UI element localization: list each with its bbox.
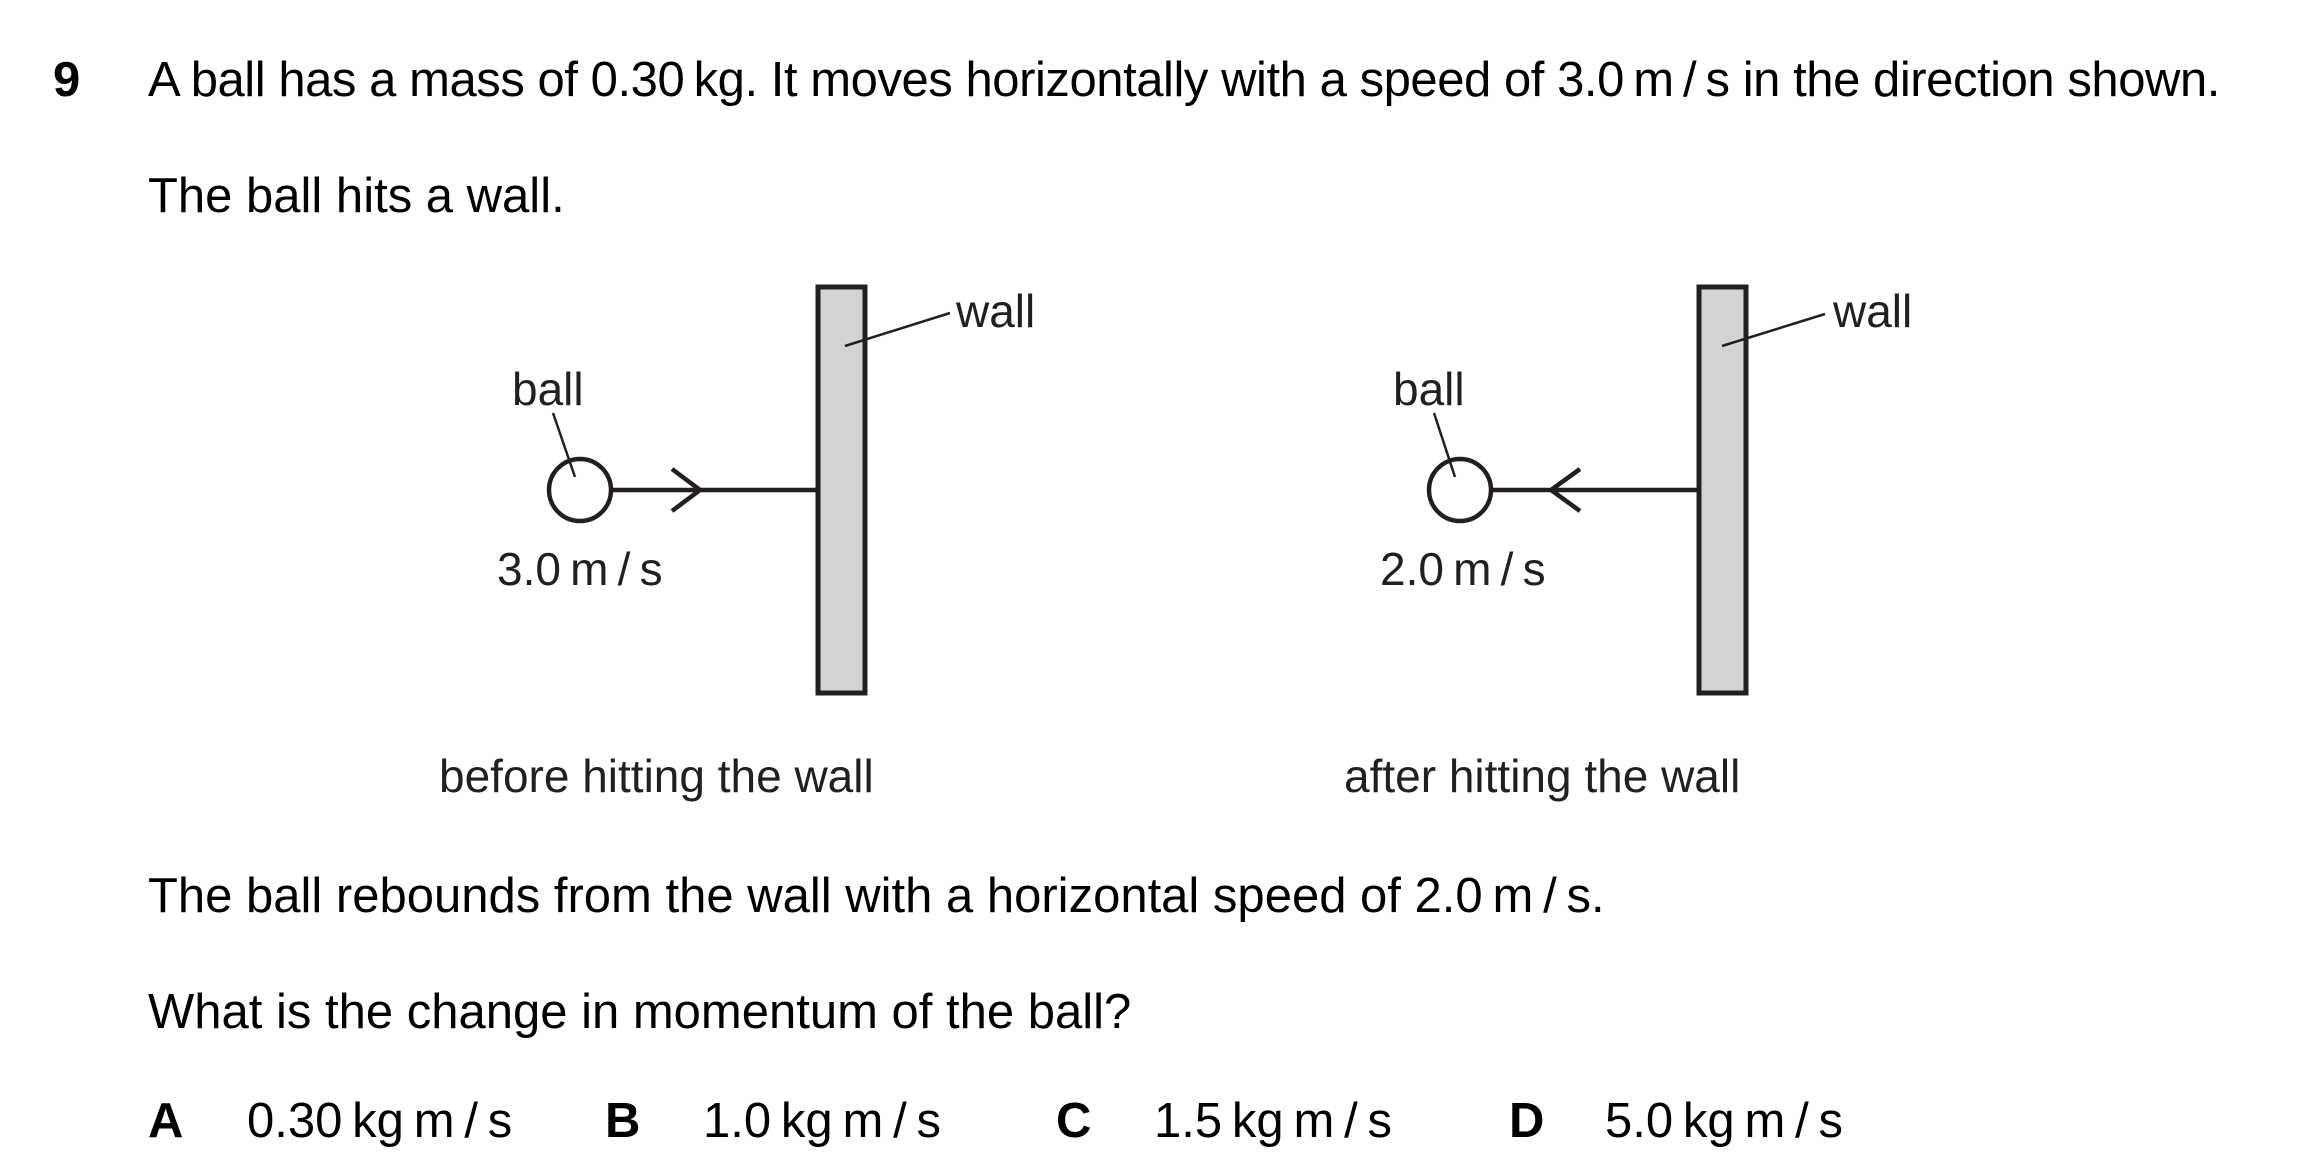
ball-leader-line-before xyxy=(551,412,577,478)
ball-after xyxy=(1426,456,1494,524)
ball-label-after: ball xyxy=(1393,363,1465,415)
option-value: 0.30 kg m / s xyxy=(247,1094,513,1148)
option-letter: D xyxy=(1509,1094,1545,1148)
before-diagram xyxy=(546,284,951,696)
option-value: 1.0 kg m / s xyxy=(703,1094,942,1148)
ball-label-before: ball xyxy=(512,363,584,415)
wall-label-before: wall xyxy=(956,285,1036,337)
ball-before xyxy=(546,456,614,524)
wall-before xyxy=(815,284,868,696)
option-letter: B xyxy=(605,1094,641,1148)
ball-leader-line-after xyxy=(1432,412,1457,478)
wall-after xyxy=(1696,284,1749,696)
hit-statement: The ball hits a wall. xyxy=(148,169,565,223)
caption-after: after hitting the wall xyxy=(1344,750,1741,802)
option-value: 5.0 kg m / s xyxy=(1605,1094,1844,1148)
arrow-right-icon xyxy=(670,467,704,513)
option-letter: A xyxy=(148,1094,184,1148)
question-number: 9 xyxy=(53,53,81,107)
option-value: 1.5 kg m / s xyxy=(1154,1094,1393,1148)
wall-leader-line-before xyxy=(844,311,951,348)
after-diagram xyxy=(1426,284,1826,696)
speed-label-after: 2.0 m / s xyxy=(1380,543,1546,595)
question-intro: A ball has a mass of 0.30 kg. It moves h… xyxy=(148,53,2220,107)
wall-label-after: wall xyxy=(1833,285,1913,337)
question-prompt: What is the change in momentum of the ba… xyxy=(148,985,1132,1039)
option-letter: C xyxy=(1056,1094,1092,1148)
speed-label-before: 3.0 m / s xyxy=(497,543,663,595)
wall-leader-line-after xyxy=(1721,312,1826,348)
caption-before: before hitting the wall xyxy=(439,750,874,802)
rebound-statement: The ball rebounds from the wall with a h… xyxy=(148,869,1605,923)
arrow-left-icon xyxy=(1547,467,1582,513)
